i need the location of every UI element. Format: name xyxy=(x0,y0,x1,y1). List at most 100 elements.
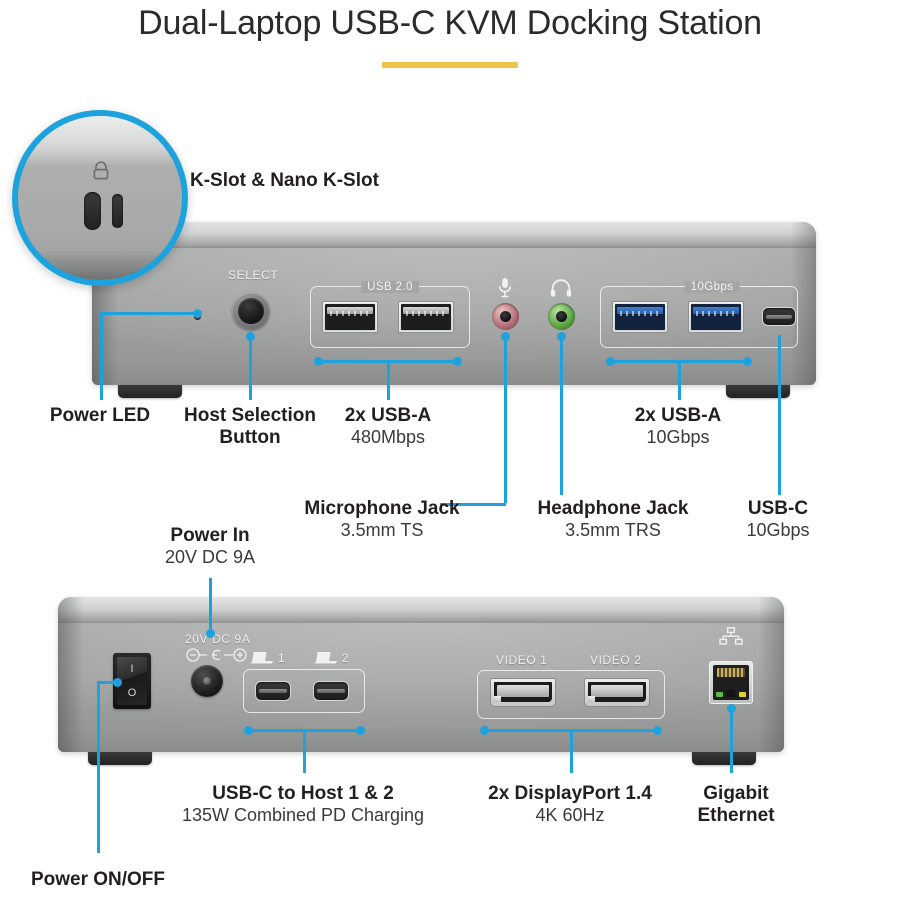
polarity-symbol-icon xyxy=(186,648,247,662)
front-foot-right xyxy=(726,385,790,398)
power-rating-silkscreen: 20V DC 9A xyxy=(185,632,251,646)
host2-label: 2 xyxy=(342,651,350,665)
usb-a-pins xyxy=(330,311,370,316)
dp-notch xyxy=(494,696,501,702)
callout-dot-headphone xyxy=(557,332,566,341)
dp-cavity xyxy=(588,682,646,702)
power-switch[interactable]: I O xyxy=(113,653,151,709)
lock-icon xyxy=(93,161,109,180)
usb-a-tongue xyxy=(617,307,663,316)
usb-a-10g-port-2[interactable] xyxy=(688,301,744,333)
callout-line-mic-h xyxy=(440,503,506,506)
callout-line-power-in xyxy=(209,578,212,634)
laptop-icon-host2 xyxy=(314,652,338,664)
callout-dot-usb20-left xyxy=(314,357,323,366)
activity-led-yellow xyxy=(739,692,746,697)
dp-tongue xyxy=(497,685,549,697)
dp-notch xyxy=(588,696,595,702)
callout-line-usba10g-stem xyxy=(678,360,681,400)
callout-dot-power-led xyxy=(193,309,202,318)
callout-dot-power-onoff xyxy=(113,678,122,687)
callout-power-in: Power In 20V DC 9A xyxy=(164,525,256,568)
usb-a-cavity xyxy=(615,304,665,330)
callout-line-dp-stem xyxy=(570,729,573,773)
callout-dot-usbc-host-right xyxy=(356,726,365,735)
tengbps-group-label: 10Gbps xyxy=(684,281,740,293)
page-title: Dual-Laptop USB-C KVM Docking Station xyxy=(138,4,762,42)
headphone-jack[interactable] xyxy=(548,303,575,330)
callout-dot-usba10g-left xyxy=(606,357,615,366)
usb-a-10g-port-1[interactable] xyxy=(612,301,668,333)
rj45-clip xyxy=(726,690,736,697)
microphone-jack[interactable] xyxy=(492,303,519,330)
displayport-1[interactable] xyxy=(490,678,556,707)
ethernet-port[interactable] xyxy=(709,661,753,704)
select-silkscreen: SELECT xyxy=(228,268,279,282)
callout-dot-dp-left xyxy=(480,726,489,735)
callout-usbc-host: USB-C to Host 1 & 2 135W Combined PD Cha… xyxy=(181,783,425,826)
callout-displayport: 2x DisplayPort 1.4 4K 60Hz xyxy=(488,783,652,826)
power-switch-rocker: I O xyxy=(117,657,147,705)
usb20-group-label: USB 2.0 xyxy=(361,281,419,293)
magnifier-shadow xyxy=(18,250,182,280)
displayport-2[interactable] xyxy=(584,678,650,707)
callout-dot-usbc-host-left xyxy=(244,726,253,735)
dc-power-jack[interactable] xyxy=(191,665,223,697)
callout-line-power-onoff-v xyxy=(97,681,100,853)
rear-dock-body xyxy=(58,597,784,752)
callout-line-power-onoff-h xyxy=(97,681,119,684)
callout-line-host-select xyxy=(249,335,252,400)
callout-usbc-10g: USB-C 10Gbps xyxy=(746,498,810,541)
mic-jack-hole xyxy=(499,310,512,323)
callout-power-led: Power LED xyxy=(49,405,151,426)
usb-c-host-port-1[interactable] xyxy=(255,681,291,701)
callout-line-mic-v xyxy=(504,335,507,503)
video1-silkscreen: VIDEO 1 xyxy=(496,653,548,667)
usb-c-10g-port[interactable] xyxy=(762,307,796,326)
callout-line-usbc10g xyxy=(778,335,781,495)
headphone-jack-hole xyxy=(555,310,568,323)
video2-silkscreen: VIDEO 2 xyxy=(590,653,642,667)
callout-line-usbc-host-stem xyxy=(303,729,306,773)
link-led-green xyxy=(716,692,723,697)
callout-dot-power-in xyxy=(206,629,215,638)
callout-dot-usba10g-right xyxy=(743,357,752,366)
host-select-button[interactable] xyxy=(232,292,270,330)
callout-dot-usb20-right xyxy=(453,357,462,366)
magnifier-bevel xyxy=(18,116,182,166)
rear-foot-right xyxy=(692,752,756,765)
usb-c-host-port-2[interactable] xyxy=(313,681,349,701)
power-switch-off-mark: O xyxy=(127,686,137,699)
usb-a-pins xyxy=(620,311,660,316)
callout-dot-ethernet xyxy=(727,704,736,713)
usbc-host-group-bracket xyxy=(243,669,365,713)
power-switch-on-mark: I xyxy=(130,662,134,675)
usb-a-480-port-2[interactable] xyxy=(398,301,454,333)
rj45-pins xyxy=(717,668,745,677)
usb-a-tongue xyxy=(327,307,373,316)
k-slot-magnifier xyxy=(12,110,188,286)
usb-a-480-port-1[interactable] xyxy=(322,301,378,333)
rj45-cavity xyxy=(713,665,749,700)
rear-panel-face xyxy=(58,623,784,752)
callout-usba-10g: 2x USB-A 10Gbps xyxy=(634,405,722,448)
headphone-icon xyxy=(550,279,572,297)
rear-foot-left xyxy=(88,752,152,765)
laptop-icon-host1 xyxy=(250,652,274,664)
network-icon xyxy=(719,627,743,645)
callout-power-onoff: Power ON/OFF xyxy=(30,869,166,890)
usb-a-cavity xyxy=(325,304,375,330)
front-foot-left xyxy=(118,385,182,398)
usb-a-tongue xyxy=(693,307,739,316)
usb-a-cavity xyxy=(691,304,741,330)
callout-line-power-led-h xyxy=(100,312,200,315)
usb-a-tongue xyxy=(403,307,449,316)
dc-jack-pin xyxy=(202,676,212,686)
callout-line-power-led-v xyxy=(100,312,103,400)
select-button-cap xyxy=(238,298,264,324)
callout-line-headphone xyxy=(560,335,563,495)
host1-label: 1 xyxy=(278,651,286,665)
callout-line-usb20-stem xyxy=(387,360,390,400)
callout-usba-480: 2x USB-A 480Mbps xyxy=(344,405,432,448)
